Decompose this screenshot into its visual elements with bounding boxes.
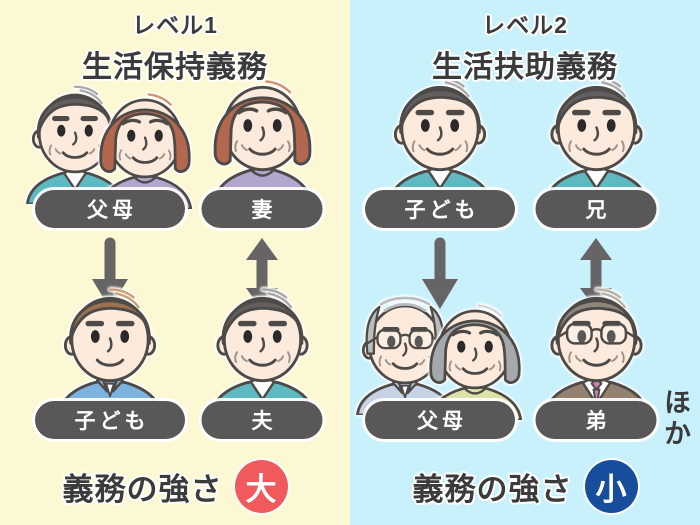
figure-group-wife: 妻 xyxy=(201,52,323,228)
side-note: ほか xyxy=(660,388,690,450)
obligation-strength-row: 義務の強さ 小 xyxy=(350,460,700,513)
elderly-woman-icon xyxy=(420,278,530,422)
panel-level2: レベル2 生活扶助義務 子ども 兄 父母 弟 ほか 義務の強さ 小 xyxy=(350,0,700,525)
suit-man-icon xyxy=(537,263,655,417)
middle-aged-woman-icon xyxy=(90,67,200,211)
young-man-icon xyxy=(51,263,169,417)
pill-text: 兄 xyxy=(585,199,611,222)
down-arrow-icon xyxy=(88,237,132,315)
figure-group-husband: 夫 xyxy=(201,263,323,439)
pill-text: 夫 xyxy=(251,410,277,433)
pill-label: 子ども xyxy=(365,190,515,228)
pill-label: 父母 xyxy=(35,190,185,228)
obligation-strength-label: 義務の強さ xyxy=(412,472,573,507)
pill-label: 兄 xyxy=(535,190,657,228)
figure-group-adult-child: 子ども xyxy=(365,52,515,228)
pill-text: 子ども xyxy=(74,410,150,433)
panel-title-level1: レベル1 生活保持義務 xyxy=(0,6,350,86)
pill-text: 父母 xyxy=(417,410,467,433)
obligation-title: 生活保持義務 xyxy=(82,51,268,84)
figure-group-older-brother: 兄 xyxy=(535,52,657,228)
figure-group-parents: 父母 xyxy=(20,52,200,228)
figure-group-younger-brother: 弟 xyxy=(535,263,657,439)
pill-text: 妻 xyxy=(251,199,277,222)
figure-group-child: 子ども xyxy=(35,263,185,439)
pill-label: 子ども xyxy=(35,401,185,439)
figure-row xyxy=(537,263,655,417)
panel-title-level2: レベル2 生活扶助義務 xyxy=(350,6,700,86)
pill-label: 父母 xyxy=(365,401,515,439)
obligation-strength-row: 義務の強さ 大 xyxy=(0,460,350,513)
pill-text: 弟 xyxy=(585,410,611,433)
down-arrow-icon xyxy=(418,237,462,315)
middle-aged-man-icon xyxy=(203,263,321,417)
figure-row xyxy=(350,263,530,422)
level-label: レベル1 xyxy=(132,12,218,38)
panel-level1: レベル1 生活保持義務 父母 妻 子ども 夫 義務の強さ 大 xyxy=(0,0,350,525)
pill-text: 子ども xyxy=(404,199,480,222)
pill-label: 妻 xyxy=(201,190,323,228)
obligation-strength-label: 義務の強さ xyxy=(62,472,223,507)
level-label: レベル2 xyxy=(482,12,568,38)
obligation-title: 生活扶助義務 xyxy=(432,51,618,84)
figure-row xyxy=(203,263,321,417)
strength-badge: 小 xyxy=(584,460,638,513)
pill-label: 夫 xyxy=(201,401,323,439)
pill-text: 父母 xyxy=(87,199,137,222)
figure-group-elderly-parents: 父母 xyxy=(350,263,530,439)
strength-badge: 大 xyxy=(234,460,288,513)
figure-row xyxy=(51,263,169,417)
pill-label: 弟 xyxy=(535,401,657,439)
